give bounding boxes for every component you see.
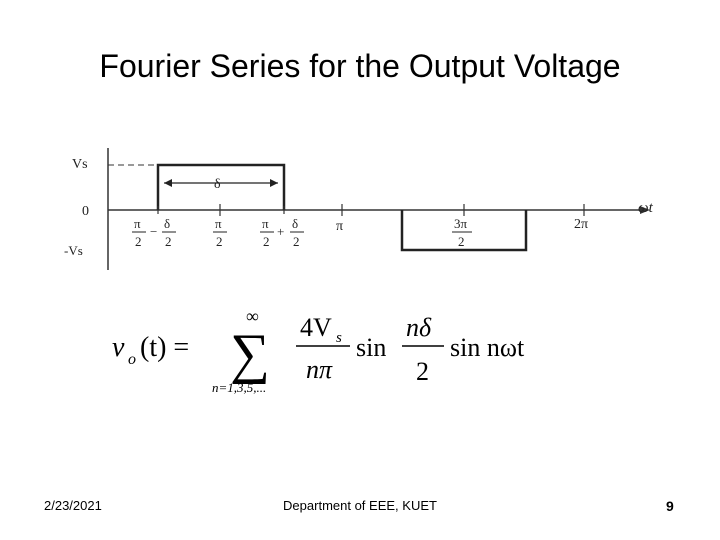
tick-label-pi: π	[336, 219, 343, 234]
positive-pulse	[156, 163, 286, 210]
frac1-numerator-sub: s	[336, 330, 342, 346]
x-axis-label: ωt	[638, 200, 654, 216]
svg-text:π: π	[215, 216, 222, 231]
page-number: 9	[666, 498, 674, 514]
sum-symbol: ∑	[230, 323, 270, 385]
tick-label-pi2-plus-delta2: π 2 + δ 2	[260, 216, 304, 249]
svg-text:2: 2	[165, 234, 172, 249]
frac1-denominator: nπ	[306, 355, 333, 384]
formula-lhs: v	[112, 332, 125, 363]
svg-text:δ: δ	[292, 216, 298, 231]
svg-text:2: 2	[263, 234, 270, 249]
fourier-formula: v o (t) = ∞ ∑ n=1,3,5,... 4V s nπ sin nδ…	[112, 306, 525, 395]
delta-arrow-right	[270, 179, 278, 187]
footer-department: Department of EEE, KUET	[283, 498, 437, 513]
slide-title: Fourier Series for the Output Voltage	[99, 48, 621, 84]
svg-text:π: π	[262, 216, 269, 231]
y-label-neg-vs: -Vs	[64, 243, 83, 258]
x-axis-arrow	[640, 206, 650, 214]
sum-lower: n=1,3,5,...	[212, 380, 266, 395]
y-label-zero: 0	[82, 204, 89, 219]
footer-date: 2/23/2021	[44, 498, 102, 513]
tick-label-2pi: 2π	[574, 217, 588, 232]
tick-label-pi2: π 2	[213, 216, 227, 249]
svg-text:3π: 3π	[454, 216, 468, 231]
svg-text:π: π	[134, 216, 141, 231]
frac1-numerator: 4V	[300, 313, 332, 342]
square-wave-diagram: δ Vs 0 -Vs π 2 − δ 2 π 2 π 2 + δ 2 π	[64, 148, 654, 270]
frac2-numerator: nδ	[406, 313, 432, 342]
formula-lhs-arg: (t) =	[140, 332, 189, 363]
svg-text:2: 2	[293, 234, 300, 249]
svg-text:−: −	[150, 224, 157, 239]
sin-1: sin	[356, 333, 386, 362]
delta-arrow-left	[164, 179, 172, 187]
tick-label-pi2-minus-delta2: π 2 − δ 2	[132, 216, 176, 249]
svg-text:2: 2	[458, 234, 465, 249]
sin-2: sin nωt	[450, 333, 525, 362]
formula-lhs-sub: o	[128, 351, 136, 368]
y-label-vs: Vs	[72, 157, 88, 172]
svg-text:δ: δ	[164, 216, 170, 231]
negative-pulse	[400, 210, 528, 252]
svg-text:+: +	[277, 224, 284, 239]
delta-label: δ	[214, 177, 221, 192]
svg-text:2: 2	[135, 234, 142, 249]
tick-label-3pi2: 3π 2	[452, 216, 472, 249]
svg-text:2: 2	[216, 234, 223, 249]
sum-upper: ∞	[246, 306, 259, 326]
frac2-denominator: 2	[416, 357, 429, 386]
